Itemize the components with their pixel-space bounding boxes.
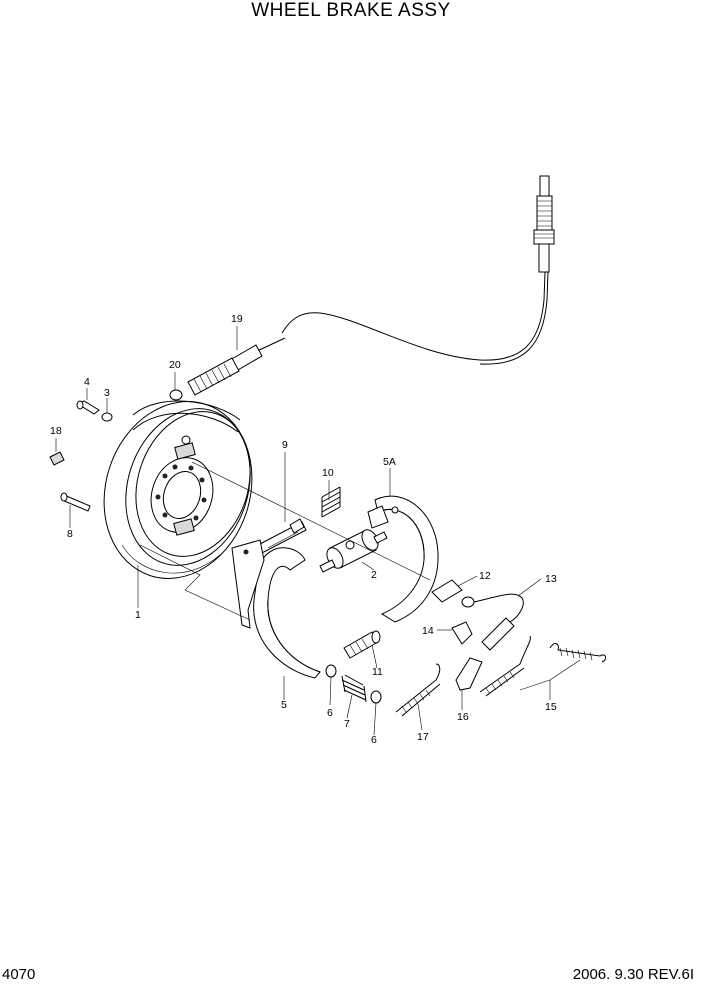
callout-6-left: 6 — [327, 707, 333, 719]
adjuster-screw — [343, 630, 381, 659]
callout-13: 13 — [545, 573, 557, 585]
callout-11: 11 — [372, 666, 383, 678]
callout-labels: 19 20 4 3 18 8 1 9 10 5A 2 12 13 14 11 5… — [50, 313, 557, 746]
snap-ring — [169, 389, 183, 401]
lock-washer — [101, 412, 113, 422]
washer-left — [325, 664, 337, 678]
callout-15: 15 — [545, 701, 557, 713]
brake-shoe-5a — [367, 495, 439, 623]
callout-2: 2 — [371, 569, 377, 581]
callout-19: 19 — [231, 313, 243, 325]
callout-8: 8 — [67, 528, 73, 540]
parking-brake-cable — [187, 175, 555, 396]
callout-12: 12 — [479, 570, 491, 582]
callout-14: 14 — [422, 625, 434, 637]
callout-5: 5 — [281, 699, 287, 711]
adjuster-cam — [451, 621, 473, 645]
callout-20: 20 — [169, 359, 181, 371]
plug — [49, 451, 65, 466]
adjuster-plate — [431, 579, 463, 603]
bolt — [76, 400, 100, 415]
callout-18: 18 — [50, 425, 62, 437]
pin — [60, 492, 91, 512]
brake-shoe-5 — [231, 539, 321, 679]
washer-right — [370, 690, 382, 704]
callout-4: 4 — [84, 376, 90, 388]
brake-drum — [103, 400, 253, 579]
wheel-cylinder — [319, 529, 388, 573]
return-spring-upper — [549, 643, 607, 663]
callout-17: 17 — [417, 731, 429, 743]
callout-1: 1 — [135, 609, 141, 621]
callout-16: 16 — [457, 711, 469, 723]
parking-lever — [455, 657, 483, 691]
shoe-spring — [395, 663, 441, 717]
adjuster-cable — [461, 593, 524, 651]
diagram-title: WHEEL BRAKE ASSY — [251, 0, 451, 21]
revision-date: 2006. 9.30 REV.6I — [572, 966, 694, 983]
callout-6-right: 6 — [371, 734, 377, 746]
page-number: 4070 — [2, 966, 36, 983]
leader-lines — [55, 326, 581, 736]
hold-down-spring — [341, 674, 367, 703]
callout-9: 9 — [282, 439, 288, 451]
callout-3: 3 — [104, 387, 110, 399]
return-spring-lower — [479, 635, 531, 697]
callout-7: 7 — [344, 718, 350, 730]
callout-10: 10 — [322, 467, 334, 479]
adjuster-spring — [321, 486, 341, 518]
callout-5a: 5A — [383, 456, 396, 468]
